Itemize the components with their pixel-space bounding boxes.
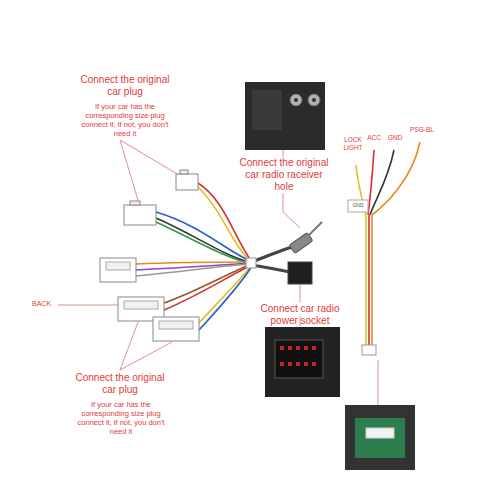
- leader-line: [120, 322, 138, 370]
- socket-body: [275, 340, 323, 378]
- socket-pin: [288, 346, 292, 350]
- plug-face: [124, 301, 158, 309]
- circuit-board: [355, 418, 405, 458]
- leader-lines: [58, 140, 378, 405]
- signal-name: ACC: [364, 134, 384, 142]
- socket-pin: [280, 346, 284, 350]
- signal-name: PSG-BL: [406, 126, 438, 134]
- antenna-port: [308, 94, 320, 106]
- plug-connector: [100, 258, 136, 282]
- wire-tag-text: GND: [348, 202, 368, 208]
- wire: [368, 215, 370, 345]
- socket-pin: [312, 362, 316, 366]
- plug-connector: [153, 317, 199, 341]
- port-hole: [312, 98, 316, 102]
- signal-name: LOCK LIGHT: [340, 136, 366, 152]
- photo-frame: [245, 82, 325, 150]
- leader-line: [378, 360, 379, 405]
- power-plug: [288, 262, 312, 284]
- socket-pin: [304, 362, 308, 366]
- radio-receiver-photo: [245, 82, 325, 150]
- callout-title: Connect the original car plug: [75, 74, 175, 98]
- socket-pin: [296, 362, 300, 366]
- wire: [365, 215, 367, 345]
- wire: [371, 215, 373, 345]
- wire-tag: [348, 200, 368, 212]
- wire: [198, 183, 252, 262]
- photo-panel: [252, 90, 282, 130]
- wire: [156, 222, 252, 264]
- plug-face: [159, 321, 193, 329]
- leader-line: [58, 305, 118, 306]
- board-socket: [366, 428, 394, 438]
- wire: [252, 247, 292, 262]
- plug-connector: [176, 174, 198, 190]
- wire: [199, 265, 252, 323]
- board-photo: [345, 405, 415, 470]
- wire: [198, 187, 252, 263]
- wire: [199, 266, 252, 330]
- plug-connector: [124, 205, 156, 225]
- photo-frame: [345, 405, 415, 470]
- callout-title: Connect the original car radio raceiver …: [236, 157, 332, 193]
- antenna-plug: [289, 233, 313, 254]
- wire: [164, 265, 252, 310]
- wire: [252, 265, 290, 272]
- extra-wires: [356, 142, 420, 345]
- antenna-pin: [309, 222, 322, 235]
- plug-face: [106, 262, 130, 270]
- leader-line: [120, 342, 172, 370]
- radio-plugs: [288, 222, 322, 284]
- socket-pins: [280, 346, 316, 366]
- socket-pin: [296, 346, 300, 350]
- wire: [370, 150, 394, 215]
- photo-frame: [265, 327, 340, 397]
- car-plugs: [100, 170, 199, 341]
- signal-name: BACK: [32, 300, 62, 308]
- leader-line: [283, 150, 284, 157]
- wire: [372, 142, 420, 215]
- callout-note: If your car has the corresponding size p…: [72, 400, 170, 436]
- wire: [156, 212, 252, 262]
- port-hole: [294, 98, 298, 102]
- wire: [156, 218, 252, 263]
- signal-name: GND: [384, 134, 406, 142]
- callout-title: Connect car radio power socket: [252, 303, 348, 327]
- socket-pin: [288, 362, 292, 366]
- wire: [136, 263, 252, 270]
- plug-latch: [130, 201, 140, 205]
- callout-note: If your car has the corresponding size p…: [76, 102, 174, 138]
- antenna-port: [290, 94, 302, 106]
- plug-latch: [180, 170, 188, 174]
- bundle-clip: [246, 258, 256, 268]
- callout-title: Connect the original car plug: [70, 372, 170, 396]
- socket-pin: [312, 346, 316, 350]
- leader-line: [120, 140, 140, 207]
- leader-line: [283, 193, 300, 228]
- small-connector: [362, 345, 376, 355]
- power-socket-photo: [265, 327, 340, 397]
- socket-pin: [304, 346, 308, 350]
- socket-pin: [280, 362, 284, 366]
